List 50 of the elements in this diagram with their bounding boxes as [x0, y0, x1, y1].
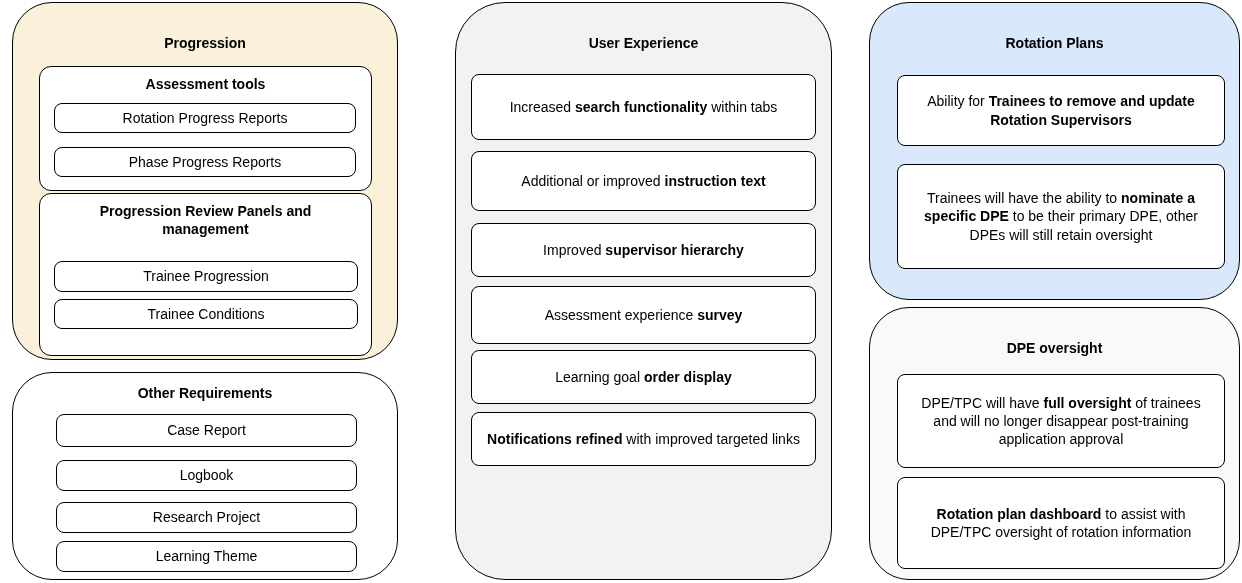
requirement-text: Improved supervisor hierarchy	[543, 240, 744, 260]
requirement-text: Trainee Conditions	[147, 304, 265, 324]
requirement-box	[471, 223, 816, 277]
requirement-box	[54, 147, 356, 177]
requirement-box	[471, 350, 816, 404]
requirement-text: Case Report	[167, 421, 246, 440]
requirement-text: DPE/TPC will have full oversight of trainees and will no longer disappear post-training application approval	[920, 393, 1202, 449]
requirement-text: Assessment experience survey	[544, 305, 743, 325]
requirement-box	[471, 74, 816, 140]
requirement-box	[897, 164, 1225, 269]
requirement-box	[471, 151, 816, 211]
requirement-box	[54, 299, 358, 329]
requirement-box	[56, 541, 357, 572]
group-heading: User Experience	[587, 34, 700, 53]
requirement-box	[54, 261, 358, 292]
requirement-text: Phase Progress Reports	[128, 152, 282, 172]
requirement-text: Learning goal order display	[555, 367, 732, 387]
requirement-text: Logbook	[179, 466, 234, 485]
group-panel	[869, 2, 1240, 300]
requirement-box	[897, 477, 1225, 569]
requirement-text: Ability for Trainees to remove and update Rotation Supervisors	[926, 92, 1196, 129]
group-panel	[39, 193, 372, 356]
requirement-box	[54, 103, 356, 133]
group-heading: Assessment tools	[144, 75, 267, 94]
group-heading: DPE oversight	[1005, 339, 1104, 358]
group-panel	[455, 2, 832, 580]
requirement-text: Rotation plan dashboard to assist with DPE/TPC oversight of rotation information	[929, 504, 1193, 542]
requirement-text: Trainee Progression	[143, 267, 269, 286]
group-panel	[39, 66, 372, 191]
group-panel	[869, 307, 1240, 580]
requirement-box	[471, 286, 816, 344]
requirement-text: Increased search functionality within tabs	[509, 97, 778, 117]
requirement-box	[56, 460, 357, 491]
requirement-text: Notifications refined with improved targeted links	[487, 429, 800, 449]
group-heading: Other Requirements	[136, 384, 274, 403]
requirement-text: Additional or improved instruction text	[521, 171, 766, 191]
requirement-text: Learning Theme	[155, 547, 258, 566]
group-heading: Progression	[163, 34, 247, 53]
requirement-box	[56, 502, 357, 533]
group-panel	[12, 2, 398, 360]
requirement-text: Research Project	[152, 508, 261, 527]
requirement-box	[897, 75, 1225, 146]
group-heading: Progression Review Panels and management	[98, 202, 313, 239]
group-panel	[12, 372, 398, 580]
requirement-box	[56, 414, 357, 447]
requirement-box	[471, 412, 816, 466]
group-heading: Rotation Plans	[1004, 34, 1105, 53]
requirement-text: Rotation Progress Reports	[122, 108, 288, 128]
requirement-text: Trainees will have the ability to nominate a specific DPE to be their primary DPE, other DPEs will still retain oversight	[923, 189, 1199, 244]
requirement-box	[897, 374, 1225, 468]
